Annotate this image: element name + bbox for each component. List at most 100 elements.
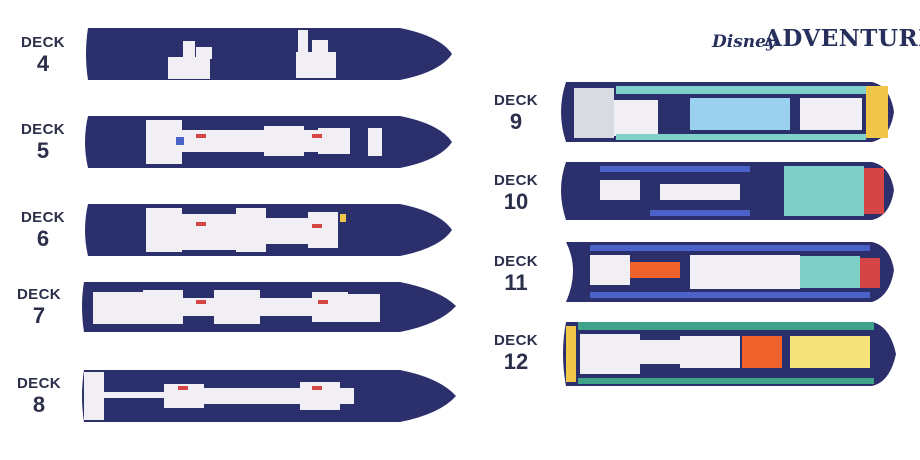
deck-5-room <box>312 134 322 138</box>
deck-4-plan <box>86 28 452 80</box>
deck-label-11: DECK 11 <box>489 254 543 294</box>
logo-disney-text: Disney <box>712 32 776 52</box>
deck-number: 8 <box>32 392 46 417</box>
logo-adventure-text: ADVENTURE <box>764 25 920 52</box>
deck-5-room <box>196 134 206 138</box>
deck-12-room <box>578 322 874 330</box>
deck-5-room <box>182 130 332 152</box>
deck-label-6: DECK 6 <box>16 210 70 250</box>
deck-4-hull <box>86 28 452 80</box>
deck-10-room <box>650 210 750 216</box>
deck-12-room <box>680 336 740 368</box>
deck-12-room <box>578 378 874 384</box>
deck-label-9: DECK 9 <box>489 93 543 133</box>
deck-8-room <box>312 386 322 390</box>
deck-9-room <box>866 86 888 138</box>
deck-10-plan <box>561 162 894 220</box>
deck-number: 4 <box>36 51 50 76</box>
deck-11-room <box>690 255 800 289</box>
deck-number: 12 <box>503 349 529 374</box>
deck-7-room <box>93 292 143 324</box>
deck-11-room <box>590 292 870 298</box>
deck-6-plan <box>85 204 452 256</box>
deck-9-room <box>574 88 614 138</box>
deck-label-7: DECK 7 <box>12 287 66 327</box>
deck-number: 7 <box>32 303 46 328</box>
deck-11-room <box>590 245 870 251</box>
deck-5-room <box>176 137 184 145</box>
deck-8-room <box>104 392 164 398</box>
deck-6-room <box>340 214 346 222</box>
deck-4-room <box>168 57 210 79</box>
deck-12-room <box>742 336 782 368</box>
deck-7-room <box>214 290 260 324</box>
disney-adventure-logo: Disney ADVENTURE <box>712 24 920 66</box>
deck-11-room <box>860 258 880 288</box>
deck-8-room <box>84 372 104 420</box>
deck-word: DECK <box>493 172 539 189</box>
deck-5-room <box>368 128 382 156</box>
deck-word: DECK <box>493 253 539 270</box>
deck-11-room <box>800 256 860 288</box>
deck-word: DECK <box>20 121 66 138</box>
deck-4-room <box>296 52 336 78</box>
deck-4-room <box>312 40 328 54</box>
deck-9-room <box>616 134 866 140</box>
deck-11-room <box>590 255 630 285</box>
deck-10-room <box>864 168 884 214</box>
deck-8-plan <box>82 370 456 422</box>
deck-10-room <box>600 166 750 172</box>
deck-7-room <box>196 300 206 304</box>
deck-word: DECK <box>20 209 66 226</box>
deck-number: 11 <box>504 270 528 295</box>
deck-7-room <box>143 290 183 324</box>
deck-number: 6 <box>36 226 50 251</box>
deck-9-room <box>616 86 866 94</box>
deck-6-room <box>196 222 206 226</box>
deck-12-plan <box>563 322 896 386</box>
deck-word: DECK <box>16 375 62 392</box>
deck-word: DECK <box>493 332 539 349</box>
deck-7-room <box>312 292 348 322</box>
deck-4-room <box>196 47 212 59</box>
deck-12-room <box>566 326 576 382</box>
deck-8-room <box>178 386 188 390</box>
deck-5-plan <box>85 116 452 168</box>
deck-11-plan <box>566 242 894 302</box>
deck-10-room <box>784 166 864 216</box>
deck-10-room <box>660 184 740 200</box>
deck-label-5: DECK 5 <box>16 122 70 162</box>
deck-6-room <box>266 218 308 244</box>
deck-number: 9 <box>509 109 523 134</box>
deck-6-room <box>312 224 322 228</box>
deck-12-room <box>640 340 680 364</box>
deck-9-room <box>690 98 790 130</box>
deck-7-room <box>348 294 380 322</box>
deck-12-room <box>580 334 640 374</box>
deck-9-plan <box>561 82 894 142</box>
deck-5-room <box>318 128 350 154</box>
deck-label-10: DECK 10 <box>489 173 543 213</box>
deck-9-room <box>614 100 658 136</box>
deck-7-plan <box>82 282 456 332</box>
deck-word: DECK <box>493 92 539 109</box>
deck-word: DECK <box>20 34 66 51</box>
deck-5-room <box>264 126 304 156</box>
deck-6-room <box>308 212 338 248</box>
deck-11-room <box>630 262 680 278</box>
deck-number: 10 <box>503 189 529 214</box>
deck-label-12: DECK 12 <box>489 333 543 373</box>
deck-4-room <box>298 30 308 52</box>
deck-12-room <box>790 336 870 368</box>
deck-6-room <box>236 208 266 252</box>
deck-6-room <box>182 214 238 250</box>
deck-label-4: DECK 4 <box>16 35 70 75</box>
deck-word: DECK <box>16 286 62 303</box>
deck-number: 5 <box>36 138 50 163</box>
deck-6-room <box>146 208 182 252</box>
deck-9-room <box>800 98 862 130</box>
deck-10-room <box>600 180 640 200</box>
deck-7-room <box>318 300 328 304</box>
deck-label-8: DECK 8 <box>12 376 66 416</box>
